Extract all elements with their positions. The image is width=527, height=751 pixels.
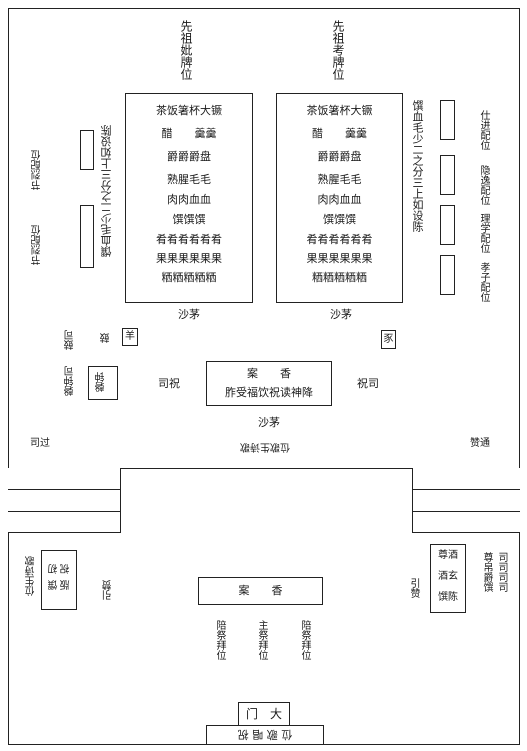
altar-row: 肴肴肴肴肴肴 — [306, 233, 373, 246]
left-step-line — [8, 489, 121, 491]
altar-row: 馔馔馔 — [172, 213, 206, 226]
lower-right-box-text: 尊酒 — [438, 550, 458, 561]
drum-label: 鼓 — [101, 333, 112, 343]
pig-label: 豕 — [383, 334, 394, 345]
altar-row: 醋 羹羹 — [312, 127, 367, 140]
left-tablet-label: 节烈配位 — [32, 225, 43, 265]
altar-row: 粞粞粞粞粞 — [161, 271, 217, 284]
right-altar-table — [276, 93, 403, 303]
right-tablet-box — [440, 100, 455, 140]
gate-label: 门 大 — [245, 707, 282, 721]
right-steps — [412, 468, 520, 533]
altar-row: 肉肉血血 — [167, 193, 211, 206]
sand-label: 沙茅 — [330, 308, 352, 321]
left-tablet-box — [80, 205, 94, 268]
middle-right-label: 赞通 — [470, 438, 490, 449]
left-side-note: 馔血毛少二之分三上如设陈 — [100, 125, 113, 257]
left-altar-rows: 茶饭箸杯大镢 醋 羹羹 爵爵爵盘 熟腥毛毛 肉肉血血 馔馔馔 肴肴肴肴肴肴 果果… — [125, 105, 253, 291]
lower-left-box-text: 祝 — [61, 564, 72, 574]
left-step-line — [8, 511, 121, 513]
altar-row: 茶饭箸杯大镢 — [156, 104, 222, 117]
lower-incense-table — [198, 577, 323, 605]
worship-position: 陪祭拜位 — [214, 620, 225, 660]
middle-center-label: 位歌生诗歌 — [240, 441, 290, 452]
gate-text: 位 歌 唱 祝 — [237, 728, 293, 741]
right-altar-rows: 茶饭箸杯大镢 醋 羹羹 爵爵爵盘 熟腥毛毛 肉肉血血 馔馔馔 肴肴肴肴肴肴 果果… — [276, 105, 403, 291]
right-tablet-box — [440, 205, 455, 245]
sheep-label: 羊 — [125, 331, 135, 342]
left-steps — [8, 468, 121, 533]
bell-label: 磬钟 — [96, 372, 107, 392]
lower-left-box-text: 初 — [49, 564, 60, 574]
altar-row: 熟腥毛毛 — [317, 173, 362, 186]
left-altar-table — [125, 93, 253, 303]
right-invoker: 祝司 — [357, 377, 379, 390]
lower-right-box-text: 酒玄 — [438, 571, 458, 582]
lower-left-guide: 引赞 — [103, 580, 114, 600]
right-step-line — [412, 511, 520, 513]
ancestress-tablet-label: 先祖妣牌位 — [179, 20, 193, 80]
ancestor-tablet-label: 先祖考牌位 — [331, 20, 345, 80]
right-tablet-label: 孝子配位 — [478, 262, 489, 302]
right-tablet-label: 理学配位 — [478, 213, 489, 253]
altar-row: 果果果果果果 — [306, 252, 373, 265]
left-invoker: 司祝 — [158, 377, 180, 390]
altar-row: 醋 羹羹 — [161, 127, 217, 140]
sheep-box — [122, 328, 138, 346]
worship-position: 陪祭拜位 — [299, 620, 310, 660]
incense-table — [206, 361, 332, 406]
altar-row: 果果果果果果 — [156, 252, 222, 265]
pig-box — [381, 330, 396, 349]
sand-label: 沙茅 — [258, 416, 280, 429]
altar-row: 熟腥毛毛 — [167, 173, 211, 186]
lower-right-caption: 司司司司 — [496, 552, 507, 592]
right-step-line — [412, 489, 520, 491]
altar-row: 爵爵爵盘 — [167, 150, 211, 163]
left-tablet-label: 节烈配位 — [32, 150, 43, 190]
sand-label: 沙茅 — [178, 308, 200, 321]
middle-left-label: 司过 — [30, 438, 50, 449]
incense-table-text: 胙受福饮祝读神降 — [225, 386, 313, 399]
lower-left-box — [41, 550, 77, 610]
right-tablet-label: 仕进配位 — [478, 110, 489, 150]
altar-row: 爵爵爵盘 — [317, 150, 362, 163]
lower-left-caption: 位生诗歌 — [26, 556, 37, 596]
gate-base — [206, 725, 324, 745]
incense-table-title: 案 香 — [247, 367, 291, 380]
bell-attendant: 磬钟司 — [65, 366, 76, 396]
bell-box — [88, 366, 118, 400]
drum-attendant: 鼓司 — [65, 330, 76, 350]
worship-position: 主祭拜位 — [256, 620, 267, 660]
lower-left-box-text: 版 — [61, 580, 72, 590]
altar-row: 粞粞粞粞粞 — [312, 271, 367, 284]
altar-row: 肉肉血血 — [317, 193, 362, 206]
lower-incense-title: 案 香 — [238, 584, 283, 597]
lower-right-box — [430, 544, 466, 613]
lower-right-caption-2: 尊帛爵馔 — [481, 552, 492, 592]
altar-row: 茶饭箸杯大镢 — [306, 104, 373, 117]
lower-left-box-text: 馔 — [49, 580, 60, 590]
right-tablet-box — [440, 255, 455, 295]
right-tablet-label: 隐逸配位 — [478, 165, 489, 205]
altar-row: 肴肴肴肴肴肴 — [156, 233, 222, 246]
upper-band-divider — [8, 468, 520, 470]
right-side-note: 馔血毛少二之分三上如设陈 — [411, 100, 424, 232]
altar-row: 馔馔馔 — [323, 213, 356, 226]
lower-right-box-text: 馔陈 — [438, 592, 458, 603]
lower-right-guide: 引赞 — [408, 578, 419, 598]
right-tablet-box — [440, 155, 455, 195]
left-tablet-box — [80, 130, 94, 170]
